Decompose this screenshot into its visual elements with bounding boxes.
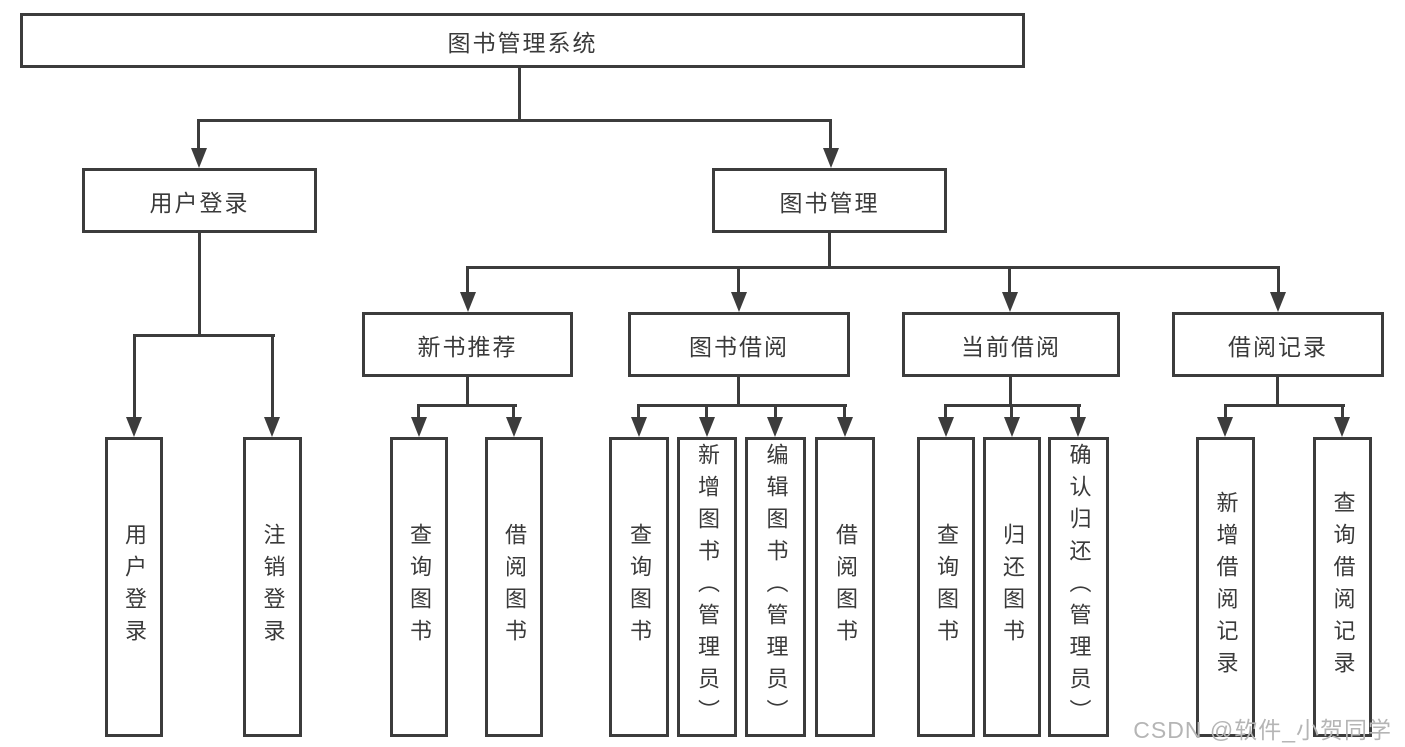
leaf-query-books-borrow: 查询图书 [609,437,669,737]
connector-line [466,266,1280,269]
connector-line [829,119,832,151]
connector-line [1077,404,1080,422]
node-new-book-recommend: 新书推荐 [362,312,573,377]
leaf-query-books-recommend: 查询图书 [390,437,448,737]
leaf-confirm-return-admin: 确认归还（管理员） [1048,437,1109,737]
node-current-borrow: 当前借阅 [902,312,1120,377]
leaf-user-login: 用户登录 [105,437,163,737]
connector-line [774,404,777,422]
arrowhead [1002,292,1018,312]
connector-line [466,377,469,407]
node-user-login: 用户登录 [82,168,317,233]
leaf-query-books-current: 查询图书 [917,437,975,737]
connector-line [637,404,847,407]
connector-line [197,119,832,122]
watermark: CSDN @软件_小贺同学 [1133,717,1392,743]
connector-line [518,68,521,120]
arrowhead [264,417,280,437]
connector-line [843,404,846,422]
connector-line [133,334,136,422]
connector-line [944,404,947,422]
connector-line [1341,404,1344,422]
arrowhead [506,417,522,437]
arrowhead [767,417,783,437]
connector-line [1010,404,1013,422]
node-book-borrow: 图书借阅 [628,312,850,377]
node-root: 图书管理系统 [20,13,1025,68]
leaf-add-books-admin: 新增图书（管理员） [677,437,737,737]
arrowhead [1217,417,1233,437]
connector-line [271,334,274,422]
leaf-logout: 注销登录 [243,437,302,737]
node-borrow-records: 借阅记录 [1172,312,1384,377]
connector-line [466,266,469,296]
arrowhead [126,417,142,437]
connector-line [637,404,640,422]
connector-line [1224,404,1227,422]
arrowhead [1334,417,1350,437]
connector-line [198,233,201,335]
arrowhead [823,148,839,168]
arrowhead [731,292,747,312]
connector-line [1008,266,1011,296]
connector-line [737,377,740,407]
connector-line [1277,266,1280,296]
arrowhead [460,292,476,312]
arrowhead [411,417,427,437]
leaf-return-books: 归还图书 [983,437,1041,737]
arrowhead [631,417,647,437]
leaf-borrow-books: 借阅图书 [815,437,875,737]
arrowhead [837,417,853,437]
arrowhead [191,148,207,168]
connector-line [828,233,831,269]
node-book-management: 图书管理 [712,168,947,233]
connector-line [512,404,515,422]
leaf-query-borrow-record: 查询借阅记录 [1313,437,1372,737]
leaf-edit-books-admin: 编辑图书（管理员） [745,437,806,737]
connector-line [197,119,200,151]
leaf-borrow-books-recommend: 借阅图书 [485,437,543,737]
connector-line [133,334,275,337]
connector-line [1009,377,1012,407]
arrowhead [1004,417,1020,437]
connector-line [705,404,708,422]
arrowhead [1070,417,1086,437]
connector-line [1224,404,1345,407]
connector-line [417,404,517,407]
leaf-add-borrow-record: 新增借阅记录 [1196,437,1255,737]
connector-line [737,266,740,296]
arrowhead [1270,292,1286,312]
arrowhead [938,417,954,437]
arrowhead [699,417,715,437]
connector-line [1276,377,1279,407]
connector-line [417,404,420,422]
